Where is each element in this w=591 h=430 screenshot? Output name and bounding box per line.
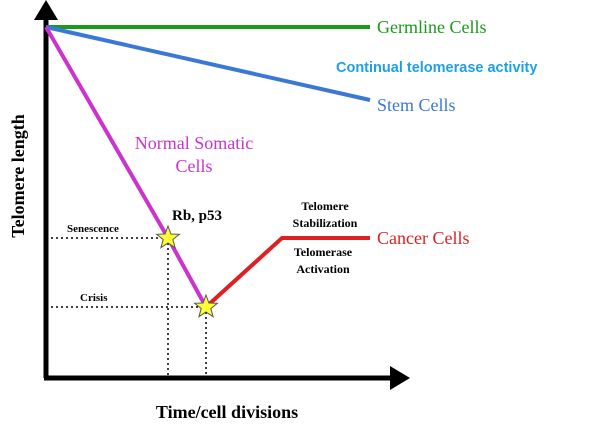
senescence-label: Senescence [67, 223, 119, 235]
normal-somatic-cells-label-line2: Cells [175, 156, 212, 176]
telomerase-activation-label-line1: Telomerase [294, 245, 353, 259]
x-axis-arrowhead [390, 366, 410, 390]
crisis-star-icon [193, 293, 219, 318]
cancer-cells-label: Cancer Cells [377, 228, 469, 248]
y-axis-label: Telomere length [8, 114, 28, 238]
germline-cells-label: Germline Cells [377, 17, 486, 37]
stem-cells-line [45, 25, 371, 102]
senescence-star-icon [155, 224, 181, 249]
telomere-stabilization-label-line1: Telomere [301, 199, 349, 213]
x-axis-label: Time/cell divisions [156, 402, 298, 422]
y-axis-arrowhead [34, 0, 58, 20]
telomere-stabilization-label-line2: Stabilization [293, 216, 358, 230]
cancer-cells-line [204, 236, 370, 309]
telomerase-activation-label-line2: Activation [296, 262, 350, 276]
checkpoint-label: Rb, p53 [172, 208, 222, 224]
normal-somatic-cells-label-line1: Normal Somatic [135, 133, 253, 153]
crisis-label: Crisis [80, 292, 108, 304]
continual-telomerase-activity-label: Continual telomerase activity [336, 60, 537, 76]
stem-cells-label: Stem Cells [377, 95, 456, 115]
